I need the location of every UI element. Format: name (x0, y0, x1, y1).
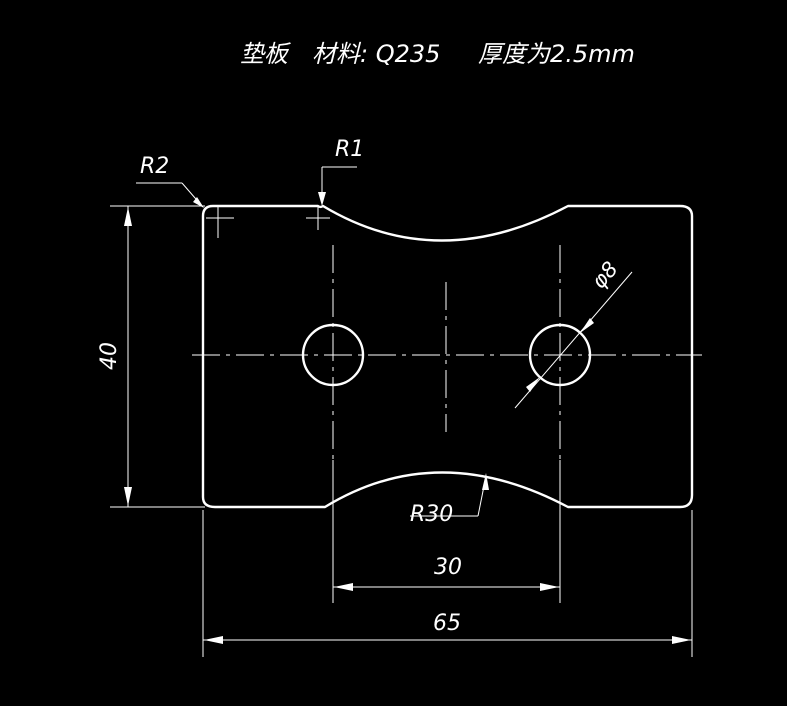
part-outline (201, 204, 694, 509)
r2-leader (136, 182, 204, 208)
hole-diameter-label: φ8 (587, 257, 623, 293)
overall-width-label: 65 (433, 611, 461, 636)
r30-label: R30 (410, 502, 453, 527)
notch-width-dimension (332, 460, 561, 603)
r1-leader (318, 166, 357, 206)
thickness-label: 厚度为2.5mm (478, 40, 635, 68)
height-dimension (110, 205, 205, 508)
corner-center-marks (206, 206, 330, 238)
height-label: 40 (97, 342, 122, 370)
diameter-dimension (514, 271, 633, 409)
r1-label: R1 (335, 137, 364, 162)
part-name-label: 垫板 (240, 40, 291, 68)
r30-leader (410, 473, 489, 517)
overall-width-dimension (202, 510, 693, 657)
r2-label: R2 (140, 154, 169, 179)
center-lines (192, 245, 702, 460)
notch-width-label: 30 (434, 555, 462, 580)
material-label: 材料: Q235 (312, 40, 440, 68)
